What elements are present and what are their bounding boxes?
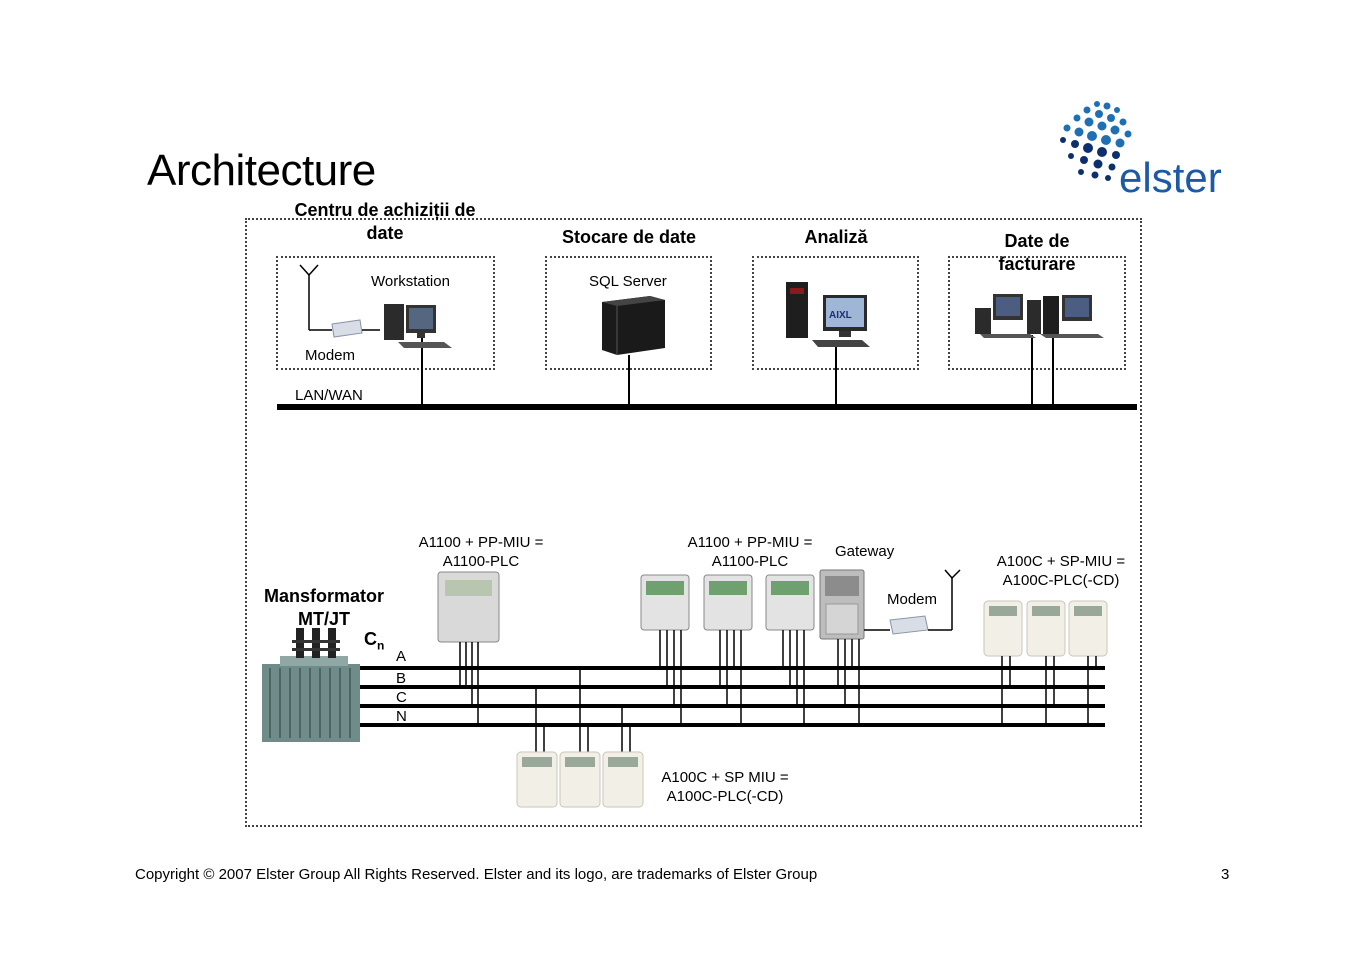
- analysis-workstation-icon: AIXL: [786, 282, 870, 347]
- section-storage-title: Stocare de date: [561, 227, 697, 247]
- phase-c-label: C: [396, 689, 407, 706]
- footer-copyright: Copyright © 2007 Elster Group All Rights…: [135, 866, 818, 883]
- transformer-icon: [262, 628, 360, 742]
- slide-title: Architecture: [147, 146, 376, 195]
- billing-lan-link-1: [1031, 335, 1033, 406]
- group3-label-line1: A100C + SP-MIU =: [996, 553, 1126, 570]
- meter-a100c-group3: [983, 600, 1108, 725]
- billing-box: [948, 256, 1126, 370]
- group1-label-line1: A1100 + PP-MIU =: [418, 534, 544, 551]
- analysis-screen-text: AIXL: [829, 310, 852, 321]
- meter-a1100-group2: [640, 574, 815, 725]
- gateway-icon: [819, 569, 890, 725]
- cn-main: C: [364, 629, 377, 649]
- section-acquisition-title: Centru de achiziții de date: [270, 199, 500, 245]
- group4-label: A100C + SP MIU = A100C-PLC(-CD): [644, 768, 806, 806]
- meter-a100c-group4: [516, 668, 644, 808]
- phase-b-label: B: [396, 670, 407, 687]
- section-analysis-title: Analiză: [804, 227, 868, 247]
- logo-wordmark: elster: [1119, 154, 1222, 201]
- server-tower-icon: [602, 296, 665, 355]
- workstation-label: Workstation: [371, 273, 450, 290]
- modem-icon: [331, 319, 380, 338]
- workstation-lan-link: [421, 338, 423, 406]
- meter-a1100-group1: [437, 571, 500, 725]
- group4-label-line1: A100C + SP MIU =: [661, 769, 789, 786]
- analysis-lan-link: [835, 345, 837, 406]
- section-acquisition-title-line1: Centru de achiziții de: [294, 200, 476, 220]
- sql-server-label: SQL Server: [589, 273, 667, 290]
- gateway-modem-label: Modem: [887, 591, 938, 608]
- architecture-frame: [245, 218, 1142, 827]
- phase-n-label: N: [396, 708, 407, 725]
- lan-wan-bus: [277, 404, 1137, 410]
- antenna-icon: [299, 264, 332, 331]
- section-billing-title-line2: facturare: [998, 254, 1076, 274]
- phase-a-label: A: [396, 648, 407, 665]
- acquisition-box: [276, 256, 495, 370]
- transformer-label: Mansformator MT/JT: [248, 585, 400, 631]
- group3-label-line2: A100C-PLC(-CD): [1002, 572, 1120, 589]
- group4-label-line2: A100C-PLC(-CD): [666, 788, 784, 805]
- group2-label-line1: A1100 + PP-MIU =: [687, 534, 813, 551]
- billing-lan-link-2: [1052, 335, 1054, 406]
- page-number: 3: [1221, 866, 1230, 883]
- transformer-label-line1: Mansformator: [263, 586, 384, 606]
- workstation-icon: [384, 304, 452, 348]
- group1-label: A1100 + PP-MIU = A1100-PLC: [400, 533, 562, 571]
- cn-label: Cn: [364, 629, 384, 653]
- section-billing-title: Date de facturare: [970, 230, 1104, 276]
- phase-lines: [358, 666, 1105, 727]
- modem-label: Modem: [305, 347, 356, 364]
- billing-workstations-icon: [975, 294, 1104, 338]
- server-lan-link: [628, 355, 630, 406]
- section-acquisition-title-line2: date: [366, 223, 404, 243]
- group2-label: A1100 + PP-MIU = A1100-PLC: [669, 533, 831, 571]
- transformer-label-line2: MT/JT: [298, 609, 350, 629]
- cn-sub: n: [377, 638, 385, 653]
- group1-label-line2: A1100-PLC: [442, 553, 520, 570]
- gateway-modem-icon: [889, 569, 961, 635]
- group2-label-line2: A1100-PLC: [711, 553, 789, 570]
- gateway-label: Gateway: [835, 543, 895, 560]
- lan-wan-label: LAN/WAN: [295, 387, 363, 404]
- elster-logo: elster: [1055, 96, 1240, 201]
- group3-label: A100C + SP-MIU = A100C-PLC(-CD): [980, 552, 1142, 590]
- section-billing-title-line1: Date de: [1004, 231, 1070, 251]
- logo-dots-icon: elster: [1060, 101, 1222, 201]
